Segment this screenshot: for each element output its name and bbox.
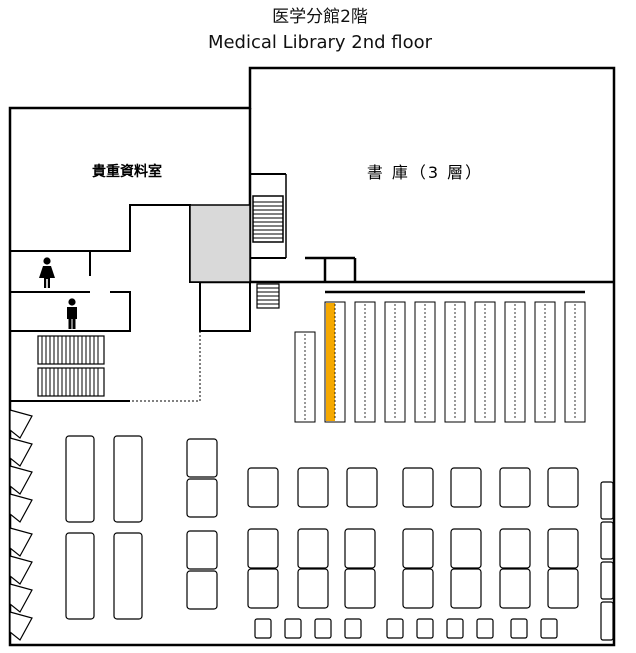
long-tables bbox=[65, 435, 143, 620]
carrels-left bbox=[9, 409, 33, 641]
stairs-upper[interactable] bbox=[250, 173, 287, 259]
bookshelf bbox=[294, 331, 316, 423]
rare-books-room-label: 貴重資料室 bbox=[92, 163, 162, 180]
floor-title-en: Medical Library 2nd floor bbox=[207, 32, 433, 53]
bookshelves bbox=[294, 301, 586, 423]
shelf-center-lines bbox=[304, 304, 576, 420]
table-pairs bbox=[186, 438, 218, 610]
floor-title-ja: 医学分館2階 bbox=[272, 7, 368, 27]
stacks-room bbox=[200, 108, 614, 284]
female-restroom-icon bbox=[39, 257, 55, 288]
small-seats bbox=[254, 618, 558, 639]
elevator[interactable] bbox=[189, 204, 251, 283]
highlighted-shelf-section bbox=[326, 303, 335, 421]
stacks-room-label: 書 庫（3 層） bbox=[367, 163, 483, 182]
outer-walls bbox=[8, 66, 616, 647]
dashed-boundary bbox=[130, 331, 201, 402]
right-wall-seats bbox=[600, 481, 614, 641]
stairs-lower[interactable] bbox=[256, 283, 280, 309]
reading-tables bbox=[247, 467, 579, 609]
male-restroom-icon bbox=[67, 298, 77, 329]
stairs-left[interactable] bbox=[37, 335, 105, 397]
